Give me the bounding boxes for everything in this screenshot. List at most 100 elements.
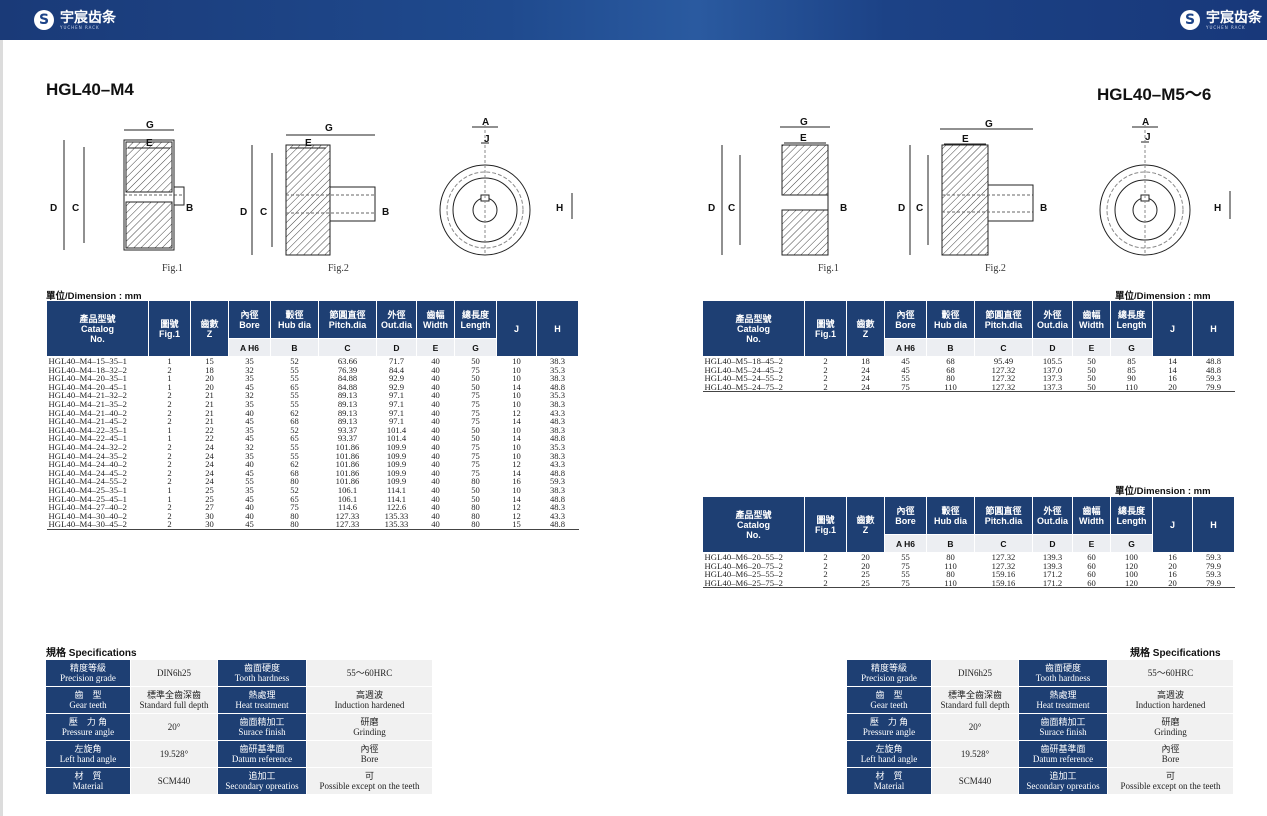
value-cell: 171.2 <box>1042 569 1063 580</box>
spec-label-zh: 熱處理 <box>248 690 276 700</box>
catalog-cell: HGL40–M4–20–45–1 <box>48 381 127 392</box>
value-cell: 35.3 <box>549 390 566 401</box>
value-cell: 14 <box>1168 356 1177 366</box>
value-cell: 14 <box>512 381 521 392</box>
value-cell: 24 <box>205 441 214 452</box>
value-cell: 48.3 <box>549 502 566 513</box>
subheader-5: G <box>1110 338 1153 357</box>
value-cell: 127.33 <box>318 520 377 530</box>
value-cell: 62 <box>290 459 299 470</box>
spec-value-zh: 20° <box>167 722 181 732</box>
brand-logo-right: S 宇宸齿条 YUCHEN RACK <box>1180 8 1262 32</box>
value-cell: 52 <box>290 356 299 366</box>
value-cell: 50 <box>471 356 480 366</box>
value-cell: 84.4 <box>388 364 405 375</box>
catalog-cell: HGL40–M4–24–40–2 <box>48 459 127 470</box>
value-cell: 97.1 <box>388 398 405 409</box>
value-cell: 2 <box>167 459 172 470</box>
spec-label-zh: 壓 力 角 <box>869 717 909 727</box>
value-cell: 79.9 <box>1192 382 1235 393</box>
value-cell: 24 <box>861 364 870 375</box>
value-cell: 48.8 <box>549 381 566 392</box>
dimension-unit-left: 單位/Dimension : mm <box>46 291 142 302</box>
catalog-cell: HGL40–M4–20–35–1 <box>48 373 127 384</box>
value-cell: 40 <box>431 450 440 461</box>
spec-value-zh: 研磨 <box>1161 717 1180 727</box>
value-cell: 159.16 <box>991 569 1016 580</box>
value-cell: 48.8 <box>549 493 566 504</box>
value-cell: 139.3 <box>1042 560 1063 571</box>
value-cell: 14 <box>512 467 521 478</box>
value-cell: 114.1 <box>386 493 407 504</box>
value-cell: 38.3 <box>549 484 566 495</box>
brand-sub: YUCHEN RACK <box>1206 24 1246 30</box>
value-cell: 40 <box>245 510 254 521</box>
value-cell: 75 <box>471 441 480 452</box>
dim-label-c: C <box>916 203 923 214</box>
value-cell: 75 <box>471 467 480 478</box>
value-cell: 52 <box>290 424 299 435</box>
spec-value: 55～60HRC <box>307 660 432 686</box>
value-cell: 90 <box>1127 373 1136 384</box>
spec-label-zh: 齒 型 <box>875 690 903 700</box>
value-cell: 10 <box>512 373 521 384</box>
value-cell: 2 <box>167 441 172 452</box>
value-cell: 45 <box>901 364 910 375</box>
fig2-caption: Fig.2 <box>328 263 349 274</box>
value-cell: 55 <box>290 373 299 384</box>
subheader-5: G <box>1110 534 1153 553</box>
dim-label-a: A <box>1142 117 1149 128</box>
value-cell: 2 <box>823 552 828 562</box>
value-cell: 14 <box>512 493 521 504</box>
spec-value-zh: 55～60HRC <box>1147 668 1194 678</box>
value-cell: 97.1 <box>388 390 405 401</box>
value-cell: 35 <box>245 373 254 384</box>
fig1-caption: Fig.1 <box>818 263 839 274</box>
spec-label-zh: 追加工 <box>1049 771 1077 781</box>
value-cell: 24 <box>205 459 214 470</box>
value-cell: 35.3 <box>549 441 566 452</box>
value-cell: 97.1 <box>388 407 405 418</box>
spec-value-en: Induction hardened <box>1135 700 1206 710</box>
catalog-cell: HGL40–M4–21–32–2 <box>48 390 127 401</box>
value-cell: 35 <box>245 450 254 461</box>
value-cell: 171.2 <box>1032 578 1073 589</box>
catalog-cell: HGL40–M4–24–35–2 <box>48 450 127 461</box>
spec-value-zh: 高週波 <box>355 690 383 700</box>
value-cell: 101.86 <box>335 467 360 478</box>
value-cell: 32 <box>245 364 254 375</box>
spec-label-zh: 熱處理 <box>1049 690 1077 700</box>
value-cell: 2 <box>167 407 172 418</box>
dim-label-e: E <box>962 134 969 145</box>
value-cell: 20 <box>205 381 214 392</box>
dim-label-h: H <box>1214 203 1221 214</box>
value-cell: 114.6 <box>337 502 358 513</box>
spec-label-zh: 材 質 <box>875 771 903 781</box>
value-cell: 21 <box>205 398 214 409</box>
value-cell: 139.3 <box>1042 552 1063 562</box>
value-cell: 110 <box>944 560 957 571</box>
dim-label-b: B <box>840 203 847 214</box>
dim-label-d: D <box>240 207 247 218</box>
value-cell: 50 <box>1072 382 1111 393</box>
value-cell: 12 <box>512 459 521 470</box>
